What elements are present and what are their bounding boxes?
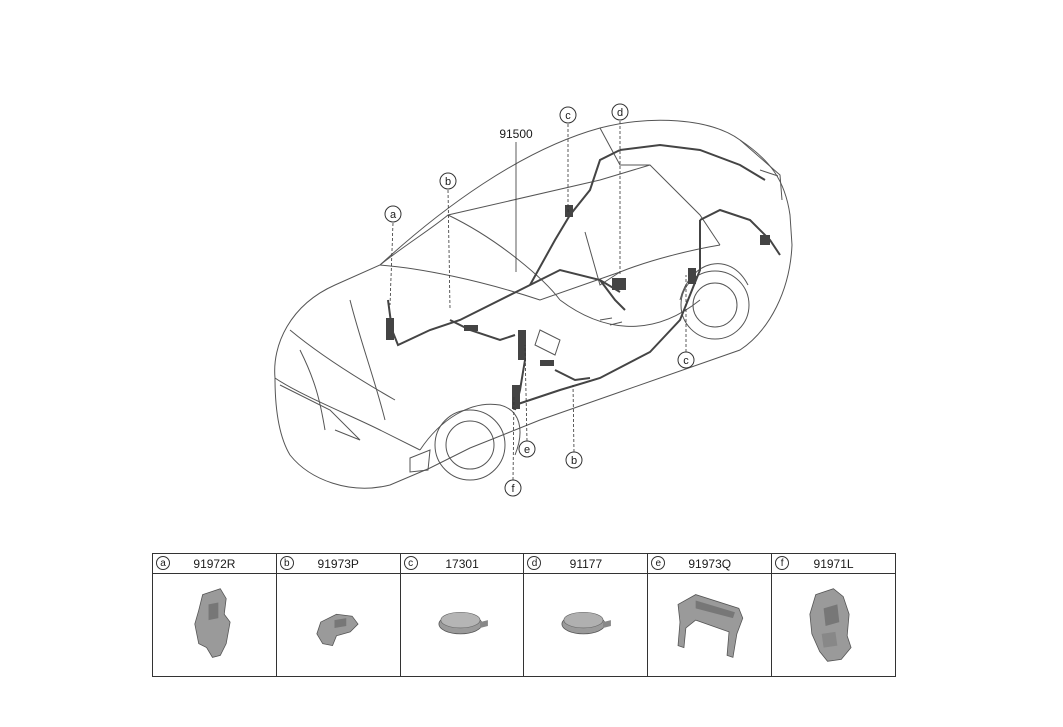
grommet-part-image (401, 575, 524, 676)
bracket-part-image (153, 575, 276, 676)
wiring-diagram: a b c d c e b f 91500 (274, 103, 793, 497)
main-part-number: 91500 (499, 127, 533, 141)
svg-text:b: b (571, 455, 577, 467)
legend-cell-a: a 91972R (153, 554, 277, 676)
clip-part-image (277, 575, 400, 676)
callout-b-bottom: b (565, 451, 583, 469)
legend-letter: f (775, 556, 790, 570)
legend-cell-f: f 91971L (772, 554, 895, 676)
car-outline (274, 119, 793, 489)
svg-text:c: c (683, 355, 689, 367)
callout-c-top: c (559, 106, 577, 124)
callout-c-right: c (677, 351, 695, 369)
svg-text:b: b (445, 176, 451, 188)
svg-text:a: a (390, 209, 397, 221)
wire-connectors (386, 205, 770, 409)
legend-cell-c: c 17301 (400, 554, 525, 676)
svg-text:e: e (524, 444, 530, 456)
legend-part-number: 91972R (193, 557, 236, 571)
leader-lines (389, 121, 687, 481)
legend-letter: e (651, 556, 666, 570)
legend-letter: a (156, 556, 170, 570)
callout-d: d (611, 103, 629, 121)
legend-part-number: 91971L (813, 557, 854, 571)
legend-letter: d (527, 556, 542, 570)
callout-b-top: b (439, 172, 457, 190)
legend-part-number: 91177 (569, 557, 603, 571)
junction-bracket-part-image (772, 575, 895, 676)
legend-letter: b (279, 556, 294, 570)
legend-part-number: 91973Q (688, 557, 732, 571)
callout-a: a (384, 205, 402, 223)
svg-text:c: c (565, 110, 571, 122)
svg-text:f: f (511, 483, 515, 495)
grommet-part-image (524, 575, 647, 676)
protector-part-image (648, 575, 771, 676)
callout-e: e (518, 440, 536, 458)
legend-letter: c (403, 556, 418, 570)
svg-text:d: d (617, 107, 623, 119)
legend-cell-d: d 91177 (524, 554, 649, 676)
legend-cell-e: e 91973Q (648, 554, 773, 676)
callout-f: f (504, 479, 522, 497)
legend-cell-b: b 91973P (276, 554, 401, 676)
parts-legend-table: a 91972R b 91973P c 17301 d 91177 (152, 553, 896, 677)
legend-part-number: 17301 (445, 557, 479, 571)
legend-part-number: 91973P (317, 557, 359, 571)
